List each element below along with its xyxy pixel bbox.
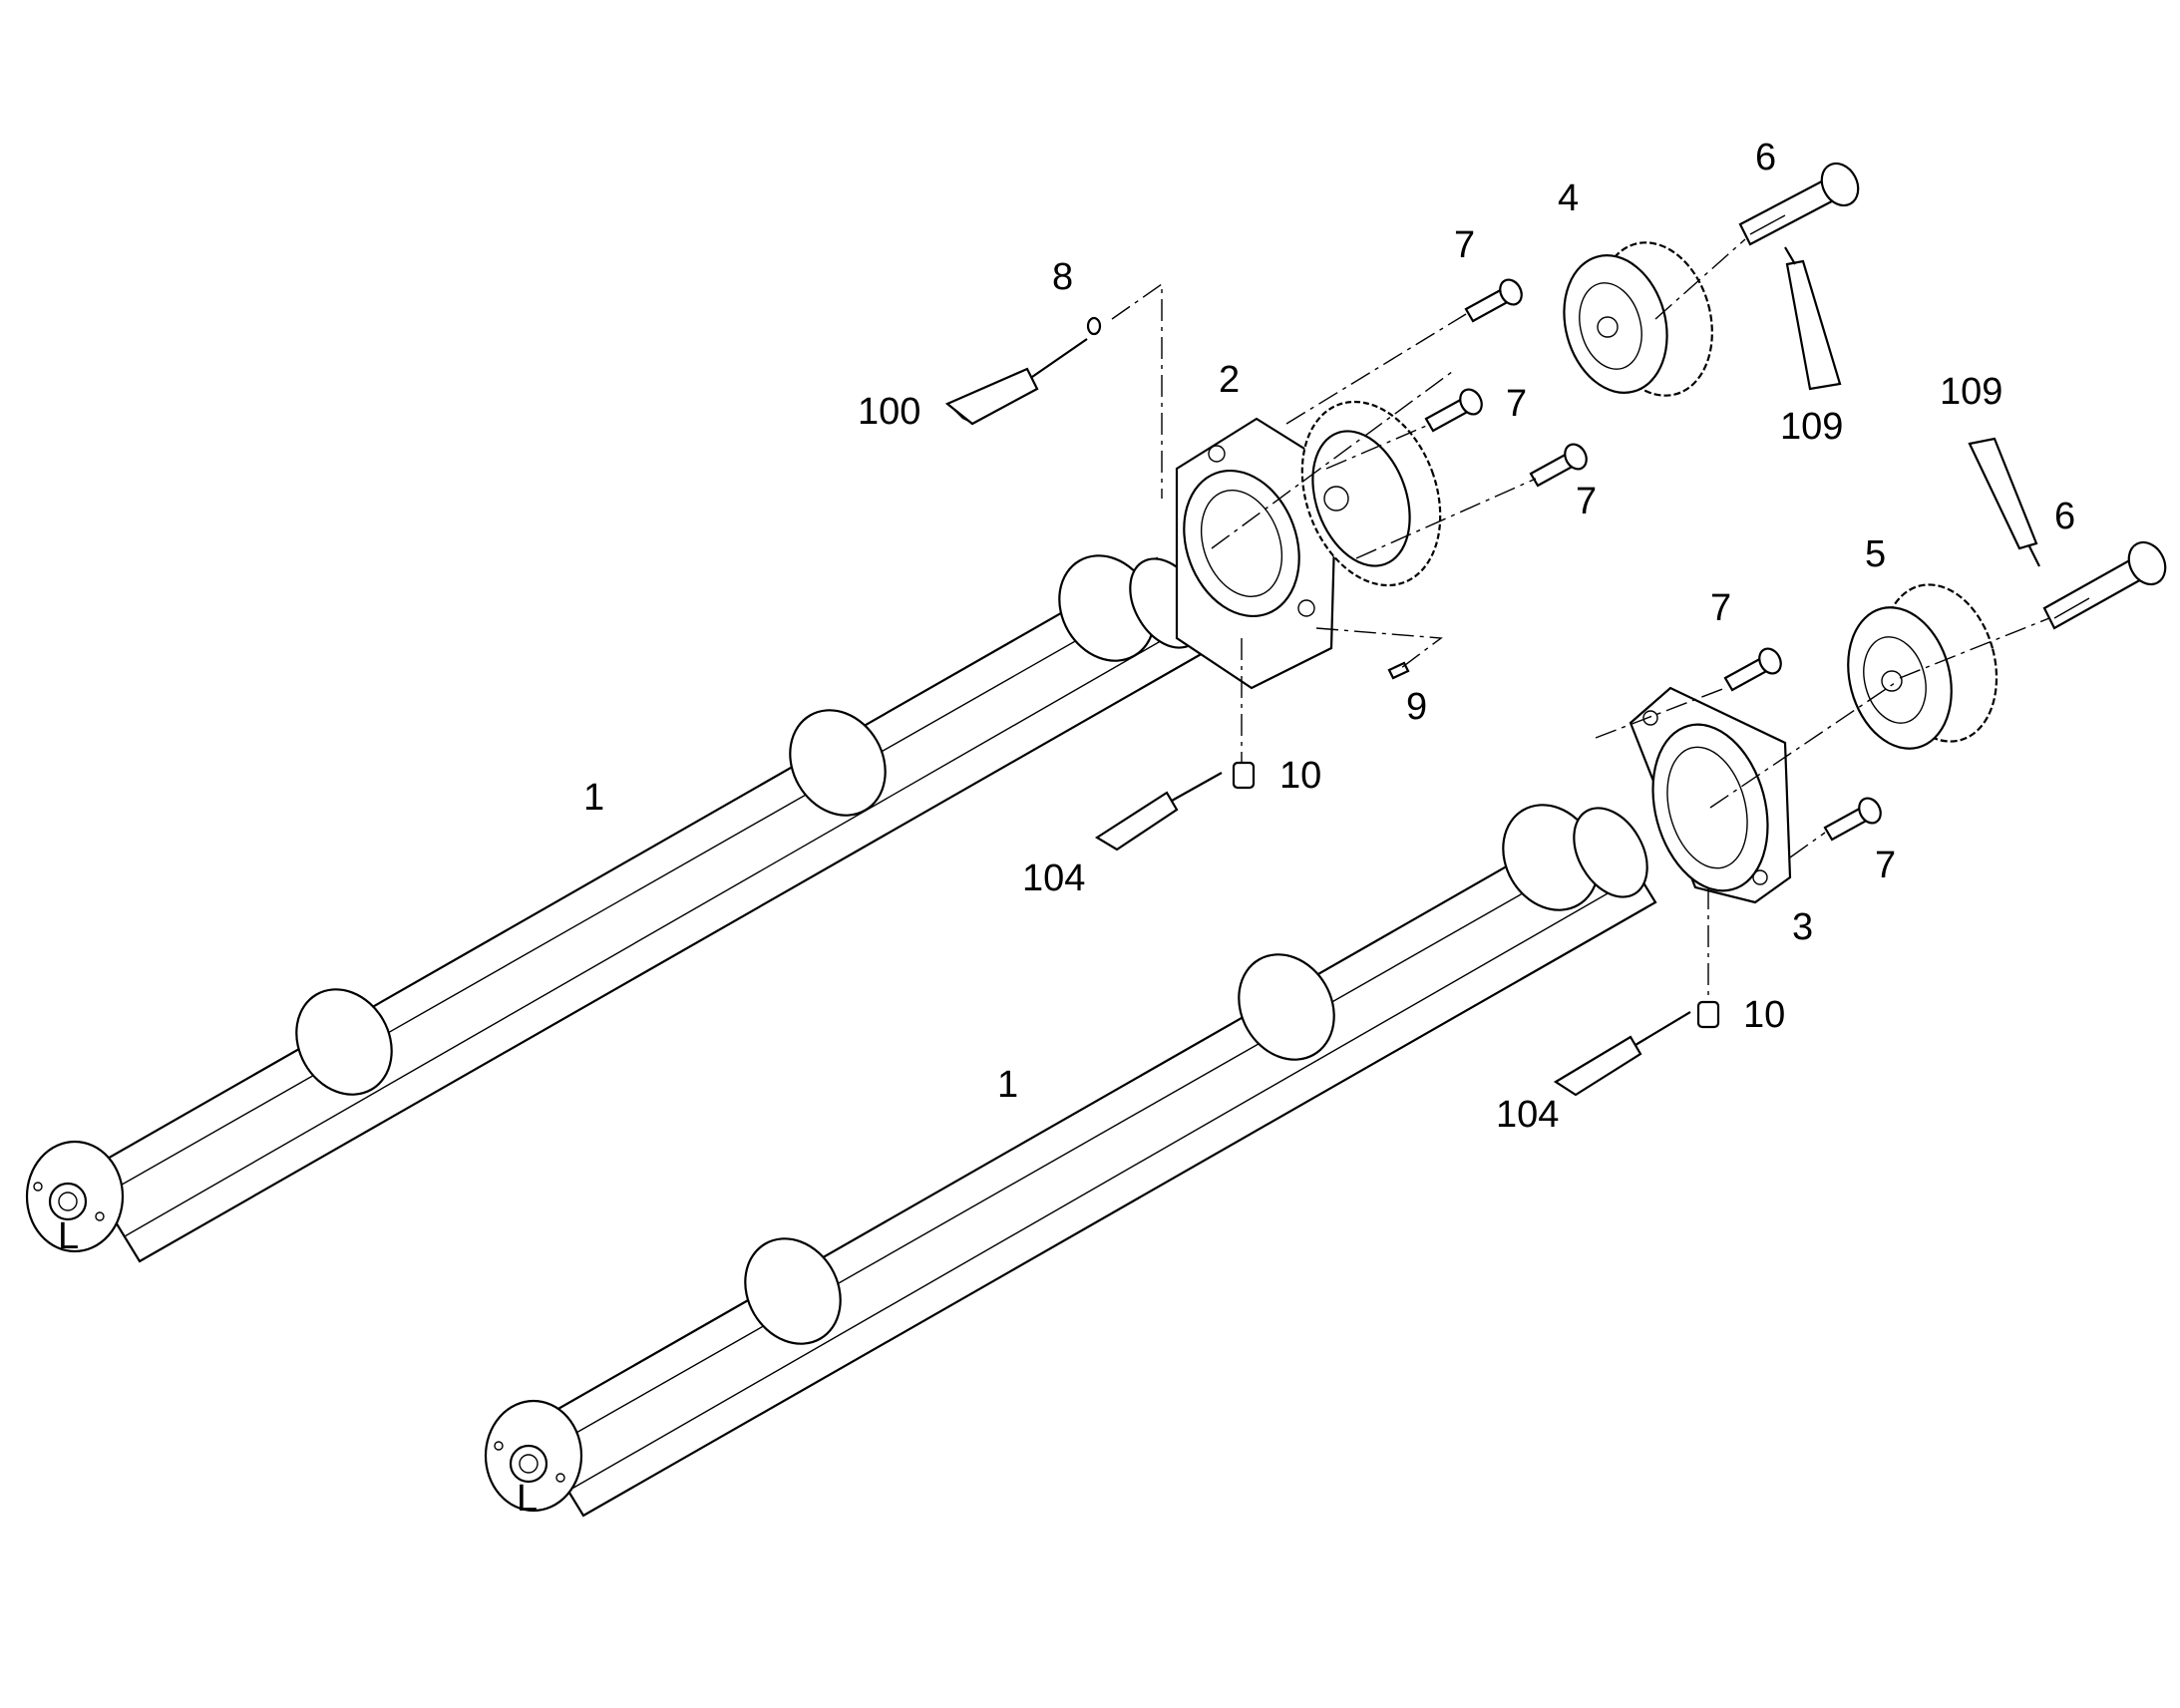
- plug-upper: [1232, 761, 1256, 790]
- callout-sealant-109-lower: 109: [1940, 371, 2002, 413]
- shaft-end-lower: L: [484, 1399, 583, 1520]
- callout-oring: 8: [1052, 256, 1073, 298]
- callout-gear-lower: 5: [1865, 533, 1886, 575]
- screw-7c: [1529, 443, 1588, 488]
- callout-camshaft-lower: 1: [997, 1064, 1018, 1106]
- center-bolt-lower: [2042, 540, 2167, 630]
- screw-7b: [1424, 388, 1483, 433]
- journal-lower-2: [1238, 953, 1335, 1061]
- sealant-tube-109-lower: [1968, 437, 2040, 567]
- assembly-leaders: [1111, 238, 2050, 1002]
- callout-gear-upper: 4: [1558, 177, 1579, 219]
- callout-screw-d: 7: [1710, 587, 1731, 629]
- sealant-tube-104-lower: [1553, 1011, 1691, 1097]
- sprocket-gear-upper: [1563, 241, 1713, 397]
- journal-upper-2: [789, 709, 887, 817]
- callout-screw-a: 7: [1454, 224, 1475, 266]
- callout-sealant-109-upper: 109: [1780, 406, 1843, 448]
- journal-upper-1: [295, 988, 393, 1096]
- callout-sealant-104-upper: 104: [1022, 857, 1085, 899]
- callout-bolt-upper: 6: [1755, 137, 1776, 178]
- callout-housing: 2: [1219, 359, 1240, 401]
- callout-plug-upper: 10: [1279, 755, 1321, 797]
- callout-screw-e: 7: [1875, 845, 1896, 886]
- sprocket-gear-lower: [1847, 583, 1998, 750]
- callouts: 1 1 2 3 4 5 6 6 7 7 7 7 7 8 9 10 10 100 …: [583, 137, 2075, 1136]
- shaft-end-mark-upper: L: [58, 1215, 79, 1257]
- callout-camshaft-upper: 1: [583, 777, 604, 819]
- journal-lower-1: [744, 1237, 842, 1345]
- callout-sealant-100: 100: [858, 391, 920, 433]
- callout-sealant-104-lower: 104: [1496, 1094, 1559, 1136]
- o-ring: [1086, 316, 1102, 336]
- callout-screw-b: 7: [1506, 383, 1527, 425]
- callout-screw-c: 7: [1576, 481, 1597, 522]
- center-bolt-upper: [1738, 162, 1860, 246]
- screw-7a: [1464, 278, 1523, 323]
- callout-pin: 9: [1406, 686, 1427, 728]
- screw-7d: [1723, 647, 1782, 692]
- callout-flange: 3: [1792, 906, 1813, 948]
- housing-gear: [1300, 400, 1442, 587]
- sealant-tube-104-upper: [1094, 772, 1223, 852]
- shaft-end-upper: L: [25, 1140, 125, 1257]
- shaft-end-mark-lower: L: [517, 1478, 538, 1520]
- callout-bolt-lower: 6: [2054, 496, 2075, 537]
- plug-lower: [1696, 1000, 1720, 1029]
- sealant-tube-109-upper: [1784, 246, 1842, 391]
- callout-plug-lower: 10: [1743, 994, 1785, 1036]
- camshaft-lower: L: [484, 804, 1657, 1520]
- screw-7e: [1823, 797, 1882, 842]
- bearing-flange: [1629, 686, 1792, 904]
- sealant-tube-100: [944, 338, 1088, 426]
